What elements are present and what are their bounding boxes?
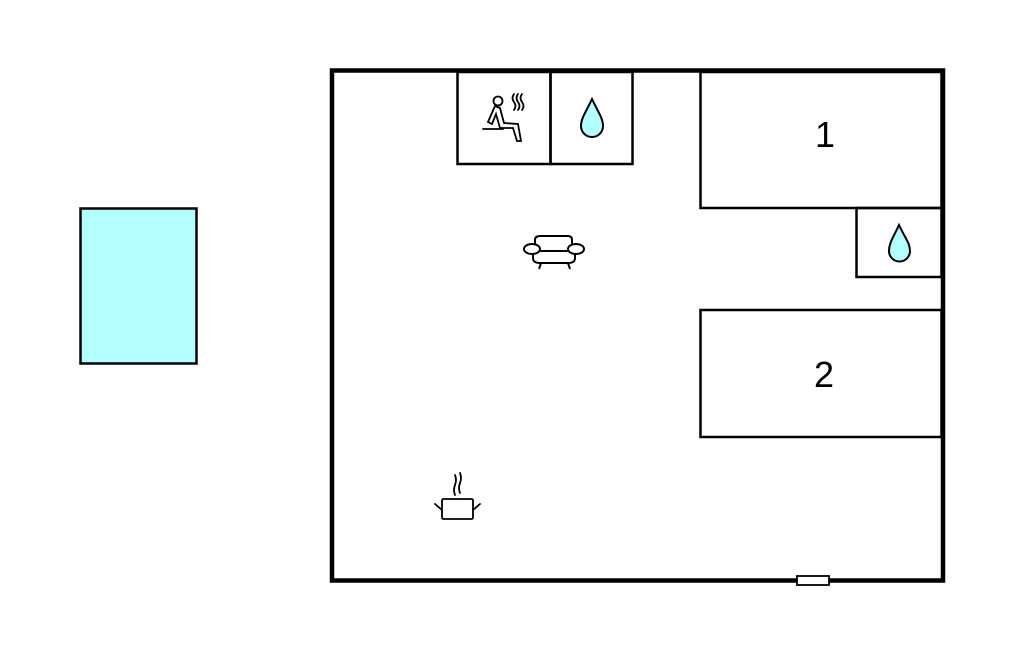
bath-water-drop-icon xyxy=(887,222,912,263)
bedroom-1-label: 1 xyxy=(815,114,835,155)
entrance-door xyxy=(796,575,830,586)
sofa-icon xyxy=(523,235,585,270)
bathroom xyxy=(855,206,943,279)
bedroom-1 xyxy=(699,70,943,210)
outer-wall xyxy=(329,68,946,583)
bedroom-2 xyxy=(699,308,943,439)
bedroom-2-label: 2 xyxy=(814,354,834,395)
shower-room xyxy=(549,70,634,166)
sauna-icon xyxy=(482,93,525,142)
kitchen-pot-icon xyxy=(434,472,481,520)
shower-icon xyxy=(579,96,605,138)
pool xyxy=(79,207,198,365)
